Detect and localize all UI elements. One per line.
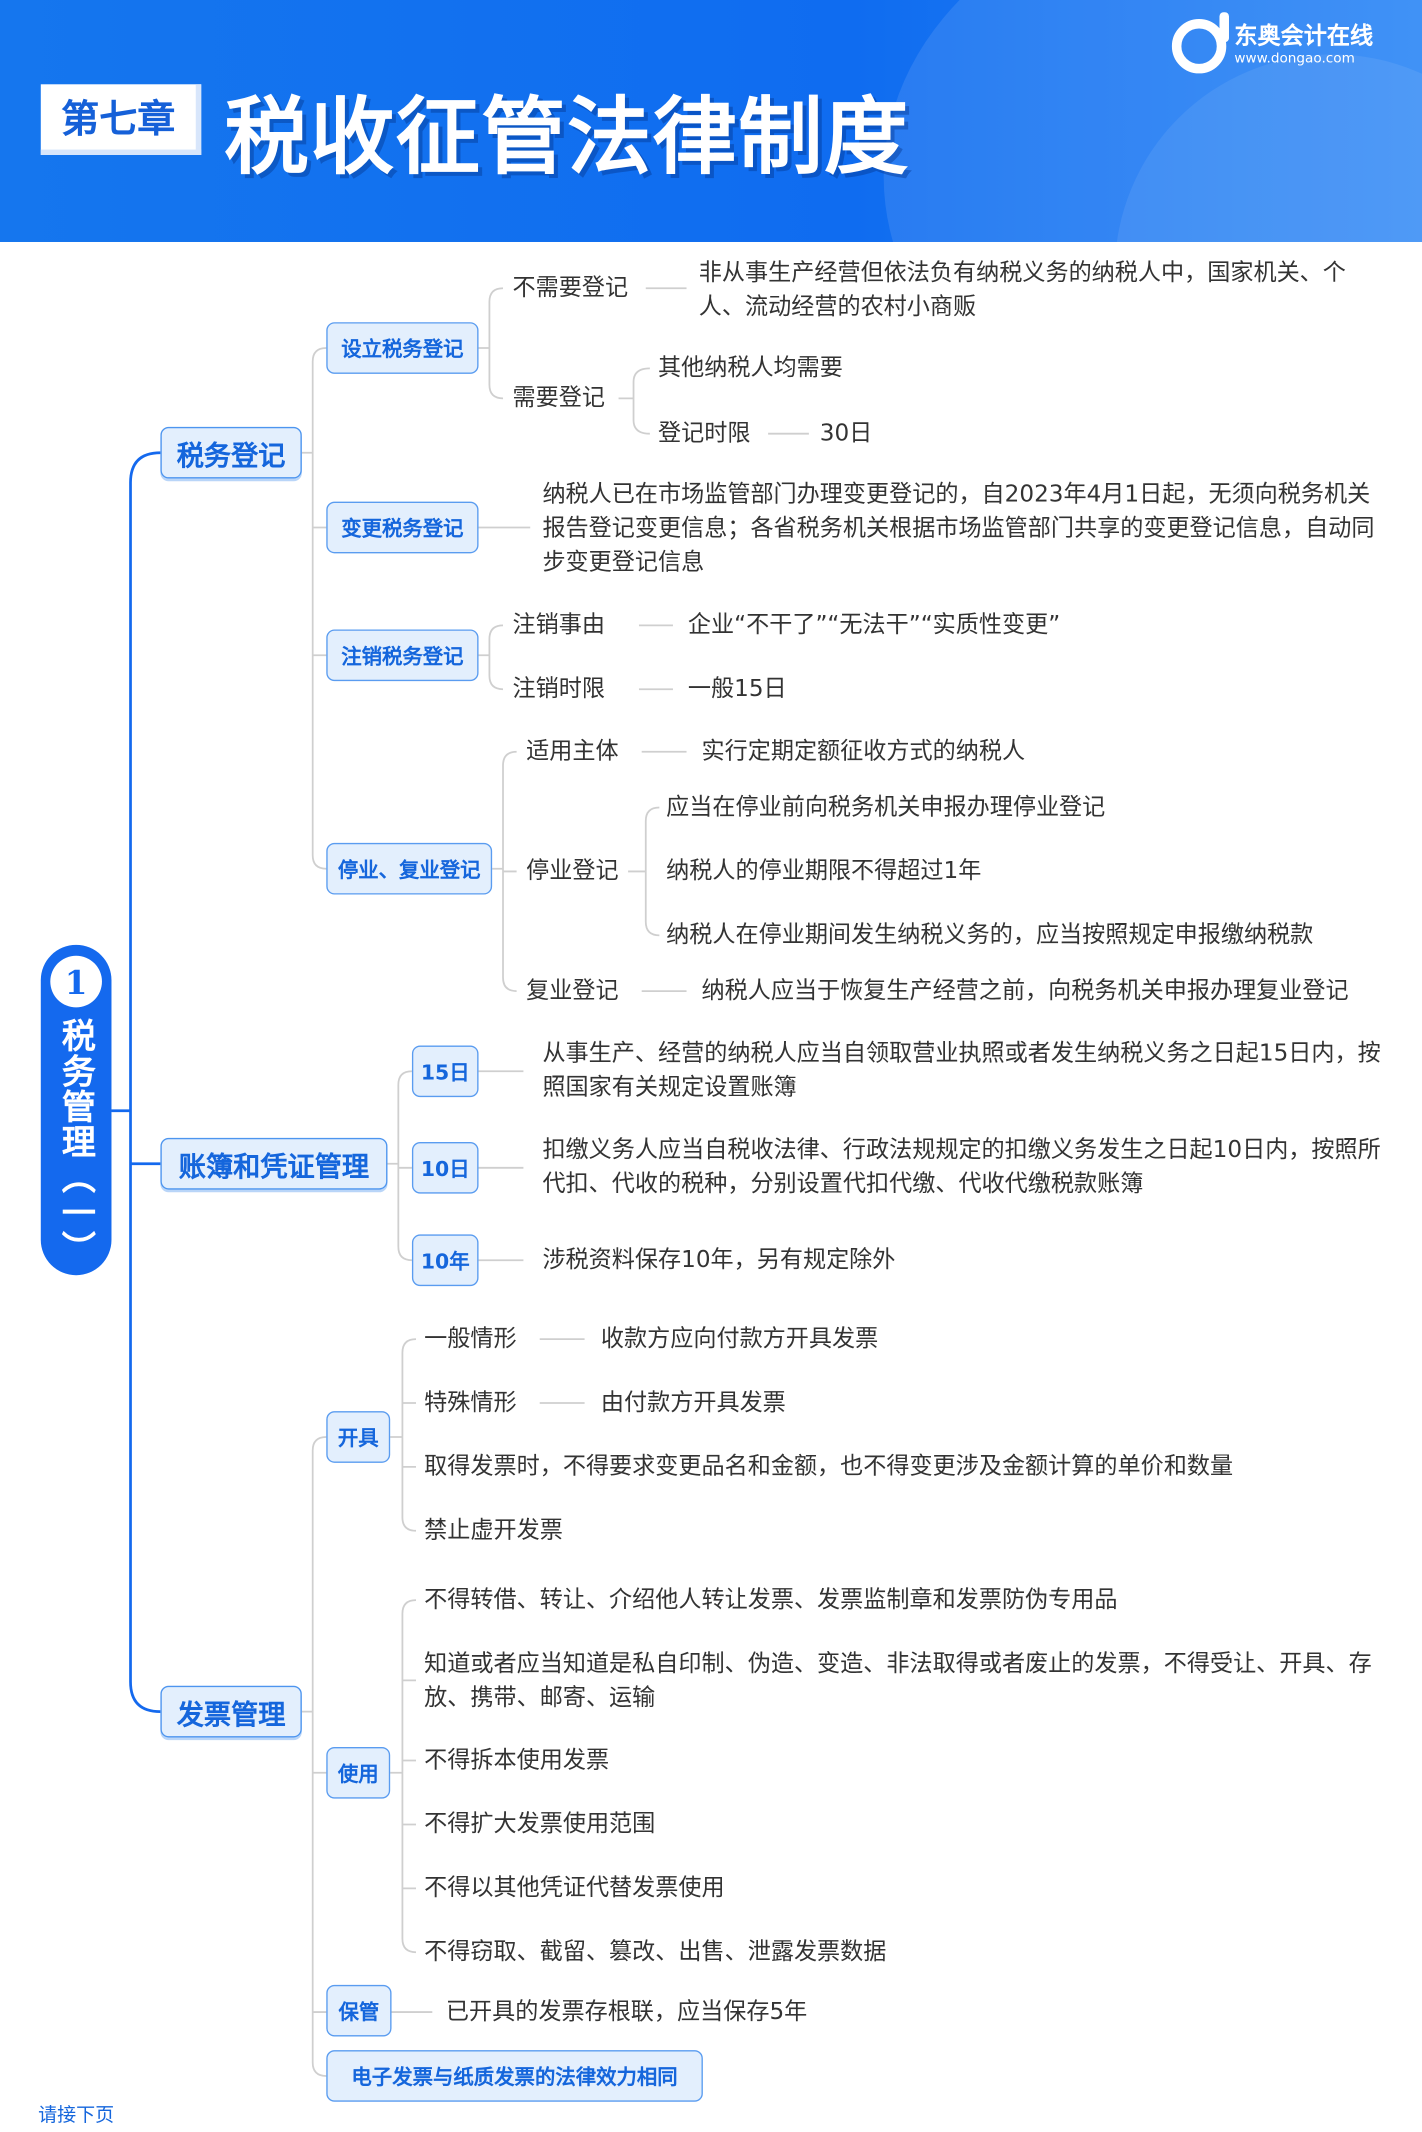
node-suspend-resume: 停业、复业登记 <box>326 842 493 895</box>
text-no-need-desc: 非从事生产经营但依法负有纳税义务的纳税人中，国家机关、个人、流动经营的农村小商贩 <box>698 259 1346 321</box>
text-use-item: 不得拆本使用发票 <box>424 1746 610 1775</box>
node-invoice-management: 发票管理 <box>160 1685 302 1738</box>
root-node: 1 税务管理（一） <box>40 944 112 1276</box>
node-change-registration: 变更税务登记 <box>326 501 479 554</box>
text-15-days: 从事生产、经营的纳税人应当自领取营业执照或者发生纳税义务之日起15日内，按照国家… <box>542 1040 1381 1102</box>
text-need-other: 其他纳税人均需要 <box>657 354 843 383</box>
text-use-item: 不得扩大发票使用范围 <box>424 1810 656 1839</box>
text-suspend-item: 纳税人在停业期间发生纳税义务的，应当按照规定申报缴纳税款 <box>666 921 1314 949</box>
node-books-vouchers: 账簿和凭证管理 <box>160 1137 388 1190</box>
text-issue-rule: 取得发票时，不得要求变更品名和金额，也不得变更涉及金额计算的单价和数量 <box>424 1453 1234 1481</box>
text-10-days: 扣缴义务人应当自税收法律、行政法规规定的扣缴义务发生之日起10日内，按照所代扣、… <box>542 1136 1381 1198</box>
label-no-need: 不需要登记 <box>512 274 629 302</box>
root-connector <box>129 451 161 1713</box>
text-deadline: 30日 <box>819 420 873 448</box>
node-cancel-registration: 注销税务登记 <box>326 629 479 682</box>
node-15-days: 15日 <box>411 1045 479 1098</box>
page-title: 税收征管法律制度 <box>224 87 910 187</box>
text-use-item: 不得以其他凭证代替发票使用 <box>424 1874 725 1902</box>
text-subject: 实行定期定额征收方式的纳税人 <box>701 738 1026 766</box>
text-resume: 纳税人应当于恢复生产经营之前，向税务机关申报办理复业登记 <box>701 977 1349 1005</box>
text-keep: 已开具的发票存根联，应当保存5年 <box>445 1998 808 2026</box>
text-use-item: 不得窃取、截留、篡改、出售、泄露发票数据 <box>424 1938 887 1966</box>
logo: 东奥会计在线 www.dongao.com <box>1171 12 1374 74</box>
text-suspend-item: 纳税人的停业期限不得超过1年 <box>666 857 982 886</box>
label-deadline: 登记时限 <box>657 420 751 448</box>
label-cancel-reason: 注销事由 <box>512 611 605 639</box>
node-issue: 开具 <box>326 1411 391 1463</box>
node-tax-registration: 税务登记 <box>160 426 302 479</box>
text-general: 收款方应向付款方开具发票 <box>600 1325 879 1353</box>
node-keep: 保管 <box>326 1984 392 2037</box>
text-use-item: 知道或者应当知道是私自印制、伪造、变造、非法取得或者废止的发票，不得受让、开具、… <box>424 1650 1372 1712</box>
text-cancel-reason: 企业“不干了”“无法干”“实质性变更” <box>687 611 1061 639</box>
node-use: 使用 <box>326 1746 391 1799</box>
text-change-desc: 纳税人已在市场监管部门办理变更登记的，自2023年4月1日起，无须向税务机关报告… <box>542 481 1375 577</box>
text-special: 由付款方开具发票 <box>600 1389 786 1417</box>
label-suspend: 停业登记 <box>526 857 619 886</box>
label-subject: 适用主体 <box>526 738 619 766</box>
text-suspend-item: 应当在停业前向税务机关申报办理停业登记 <box>666 793 1106 822</box>
text-use-item: 不得转借、转让、介绍他人转让发票、发票监制章和发票防伪专用品 <box>424 1586 1118 1614</box>
label-cancel-deadline: 注销时限 <box>512 675 605 703</box>
header-banner: 第七章 税收征管法律制度 东奥会计在线 www.dongao.com <box>0 0 1422 242</box>
label-resume: 复业登记 <box>526 977 619 1005</box>
text-cancel-deadline: 一般15日 <box>687 675 787 703</box>
root-number: 1 <box>50 955 102 1008</box>
logo-name: 东奥会计在线 <box>1234 23 1374 51</box>
label-general: 一般情形 <box>424 1325 517 1353</box>
logo-icon <box>1171 12 1229 74</box>
text-issue-rule: 禁止虚开发票 <box>424 1517 563 1545</box>
label-need: 需要登记 <box>512 384 605 412</box>
logo-url: www.dongao.com <box>1234 51 1355 67</box>
label-special: 特殊情形 <box>424 1389 517 1417</box>
continue-next-page: 请接下页 <box>38 2104 115 2127</box>
root-label: 税务管理（一） <box>57 1018 97 1266</box>
banner-decoration <box>883 0 1422 242</box>
node-10-days: 10日 <box>411 1141 479 1194</box>
node-electronic-invoice: 电子发票与纸质发票的法律效力相同 <box>326 2050 703 2102</box>
text-10-years: 涉税资料保存10年，另有规定除外 <box>542 1246 896 1274</box>
chapter-badge: 第七章 <box>40 84 202 155</box>
node-setup-registration: 设立税务登记 <box>326 322 479 374</box>
root-connector <box>111 1109 161 1166</box>
node-10-years: 10年 <box>411 1234 479 1287</box>
